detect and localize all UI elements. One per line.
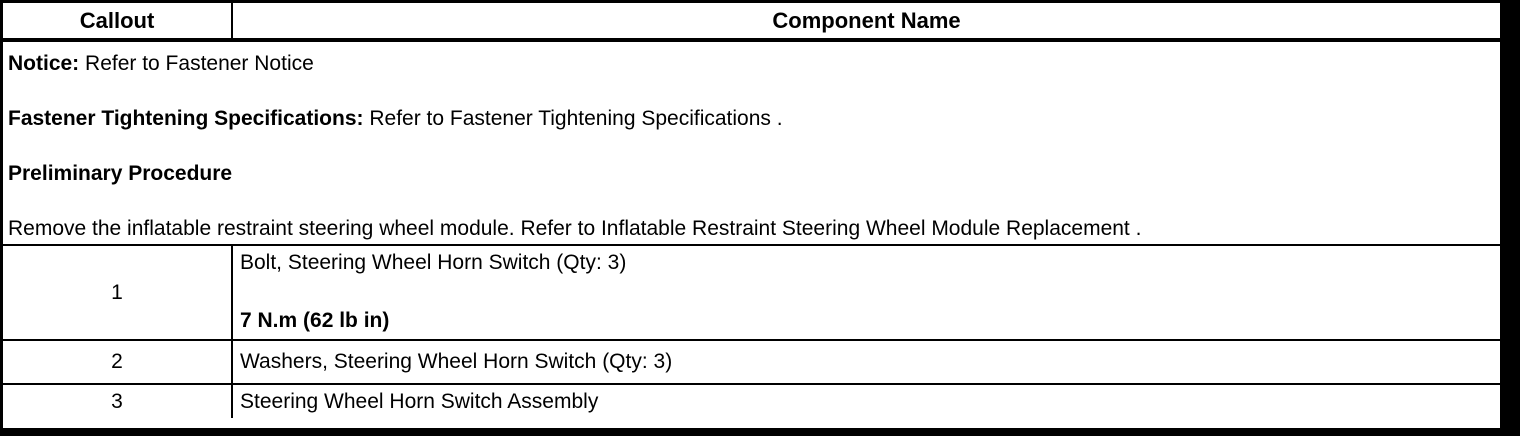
column-header-callout: Callout bbox=[3, 3, 233, 38]
notice-line: Notice: Refer to Fastener Notice bbox=[8, 51, 1494, 76]
callout-number: 1 bbox=[3, 246, 233, 339]
preliminary-procedure-label: Preliminary Procedure bbox=[8, 162, 233, 185]
callout-number: 3 bbox=[3, 385, 233, 418]
preliminary-procedure-heading: Preliminary Procedure bbox=[8, 161, 1494, 186]
fastener-spec-line: Fastener Tightening Specifications: Refe… bbox=[8, 106, 1494, 131]
torque-spec: 7 N.m (62 lb in) bbox=[240, 309, 390, 332]
component-name: Steering Wheel Horn Switch Assembly bbox=[240, 389, 599, 413]
table-row: 1 Bolt, Steering Wheel Horn Switch (Qty:… bbox=[3, 244, 1500, 339]
column-header-component-name: Component Name bbox=[772, 7, 961, 33]
notice-line-text: Refer to Fastener Notice bbox=[79, 52, 314, 75]
remove-module-line: Remove the inflatable restraint steering… bbox=[8, 216, 1494, 241]
notice-block: Notice: Refer to Fastener Notice Fastene… bbox=[3, 42, 1500, 244]
fastener-spec-text: Refer to Fastener Tightening Specificati… bbox=[363, 107, 783, 130]
notice-line-label: Notice: bbox=[8, 52, 80, 75]
callout-number: 2 bbox=[3, 341, 233, 383]
component-name: Bolt, Steering Wheel Horn Switch (Qty: 3… bbox=[240, 251, 627, 274]
table-row: 3 Steering Wheel Horn Switch Assembly bbox=[3, 383, 1500, 418]
table-row: 2 Washers, Steering Wheel Horn Switch (Q… bbox=[3, 339, 1500, 383]
table-header-row: Callout Component Name bbox=[3, 3, 1500, 42]
component-name: Washers, Steering Wheel Horn Switch (Qty… bbox=[240, 350, 673, 373]
fastener-spec-label: Fastener Tightening Specifications: bbox=[8, 107, 364, 130]
component-cell: Bolt, Steering Wheel Horn Switch (Qty: 3… bbox=[233, 246, 1500, 339]
remove-module-text: Remove the inflatable restraint steering… bbox=[8, 217, 1142, 240]
